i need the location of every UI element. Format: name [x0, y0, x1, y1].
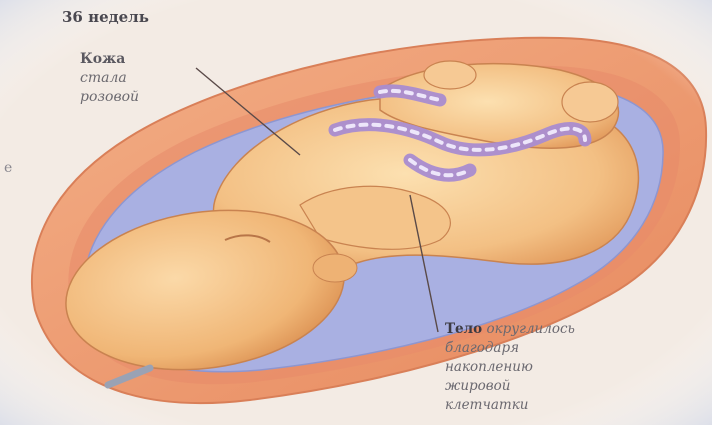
page-header: 36 недель	[62, 8, 149, 26]
body-label-line-1: благодаря	[445, 339, 575, 358]
skin-label: Кожа стала розовой	[80, 50, 139, 107]
body-label: Тело округлилось благодаря накоплению жи…	[445, 320, 575, 415]
body-label-term: Тело	[445, 321, 482, 337]
skin-label-line-1: стала	[80, 69, 139, 88]
body-label-line-2: накоплению	[445, 358, 575, 377]
skin-label-line-2: розовой	[80, 88, 139, 107]
body-label-first-rest: округлилось	[482, 321, 575, 337]
body-label-line-4: клетчатки	[445, 396, 575, 415]
edge-text-fragment: е	[4, 160, 12, 176]
skin-label-term: Кожа	[80, 50, 139, 69]
body-label-first-line: Тело округлилось	[445, 320, 575, 339]
body-label-line-3: жировой	[445, 377, 575, 396]
